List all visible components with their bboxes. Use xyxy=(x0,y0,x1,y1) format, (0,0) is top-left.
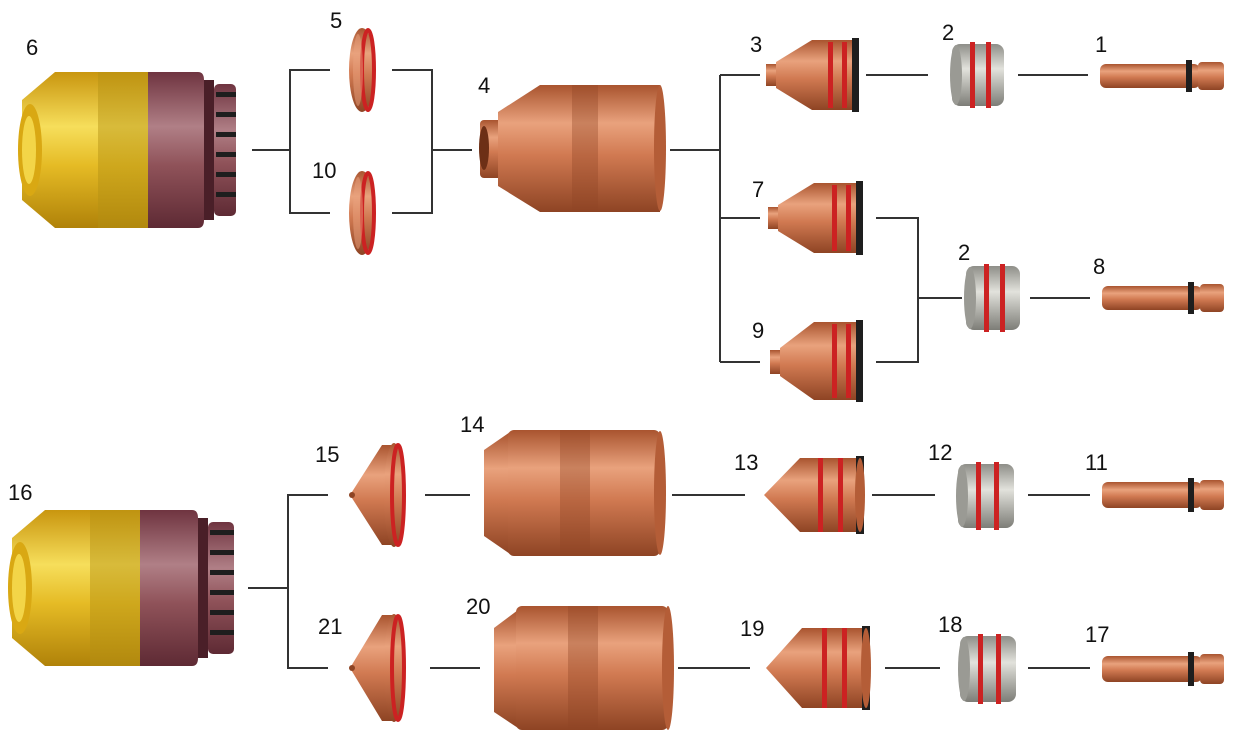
label-5: 5 xyxy=(330,8,342,33)
electrode-11 xyxy=(1102,478,1224,512)
electrode-1 xyxy=(1100,60,1224,92)
swirl-ring-12 xyxy=(956,462,1014,530)
nozzle-9 xyxy=(770,320,863,402)
label-9: 9 xyxy=(752,318,764,343)
retaining-cap-14 xyxy=(484,430,666,556)
label-6: 6 xyxy=(26,35,38,60)
nozzle-3 xyxy=(766,38,859,112)
label-15: 15 xyxy=(315,442,339,467)
retaining-cap-20 xyxy=(494,606,674,730)
outer-cap-6 xyxy=(18,72,236,228)
label-4: 4 xyxy=(478,73,490,98)
nozzle-13 xyxy=(764,456,865,534)
retaining-cap-4 xyxy=(479,85,666,212)
label-11: 11 xyxy=(1085,450,1108,475)
shield-15 xyxy=(349,443,406,547)
label-2-top: 2 xyxy=(942,20,954,45)
swirl-ring-18 xyxy=(958,634,1016,704)
part-labels: 1 2 3 4 5 6 7 2 8 9 10 11 12 13 14 15 16… xyxy=(8,8,1109,647)
shield-5 xyxy=(349,28,376,112)
label-19: 19 xyxy=(740,616,764,641)
nozzle-19 xyxy=(766,626,871,710)
label-8: 8 xyxy=(1093,254,1105,279)
label-3: 3 xyxy=(750,32,762,57)
label-14: 14 xyxy=(460,412,484,437)
swirl-ring-2-top xyxy=(950,42,1004,108)
label-18: 18 xyxy=(938,612,962,637)
shield-10 xyxy=(349,171,376,255)
label-17: 17 xyxy=(1085,622,1109,647)
nozzle-7 xyxy=(768,181,863,255)
label-1: 1 xyxy=(1095,32,1107,57)
label-20: 20 xyxy=(466,594,490,619)
shield-21 xyxy=(349,614,406,722)
label-7: 7 xyxy=(752,177,764,202)
label-2-mid: 2 xyxy=(958,240,970,265)
outer-cap-16 xyxy=(8,510,234,666)
connector-lines xyxy=(248,69,1090,669)
electrode-17 xyxy=(1102,652,1224,686)
swirl-ring-2-mid xyxy=(964,264,1020,332)
label-16: 16 xyxy=(8,480,32,505)
label-21: 21 xyxy=(318,614,342,639)
label-10: 10 xyxy=(312,158,336,183)
label-12: 12 xyxy=(928,440,952,465)
electrode-8 xyxy=(1102,282,1224,314)
label-13: 13 xyxy=(734,450,758,475)
